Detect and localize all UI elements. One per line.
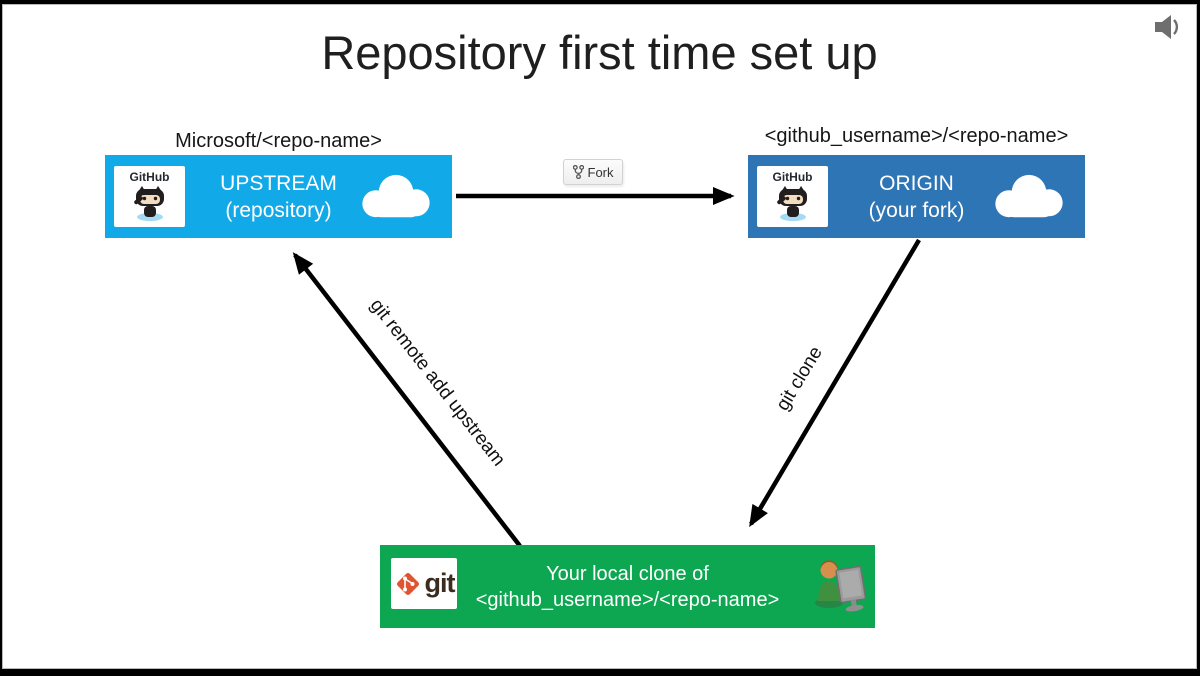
octocat-icon	[133, 186, 164, 221]
arrow-git-clone	[749, 238, 921, 528]
git-diamond-icon	[396, 572, 419, 595]
upstream-title: UPSTREAM (repository)	[105, 170, 452, 224]
octocat-icon	[776, 186, 807, 221]
upstream-box: GitHub UPSTREAM (repository)	[105, 155, 452, 238]
cloud-icon	[362, 174, 430, 218]
git-wordmark: git	[424, 568, 456, 598]
fork-icon	[572, 165, 584, 179]
git-remote-label: git remote add upstream	[365, 295, 510, 471]
origin-subtitle: (your fork)	[868, 198, 965, 222]
cloud-icon	[995, 174, 1063, 218]
github-wordmark: GitHub	[129, 170, 170, 184]
git-logo: git	[391, 558, 457, 609]
github-logo: GitHub	[114, 166, 185, 227]
github-wordmark: GitHub	[772, 170, 813, 184]
fork-button: Fork	[563, 159, 623, 185]
arrow-remote-add-upstream	[292, 252, 522, 548]
local-clone-line1: Your local clone of	[546, 562, 709, 585]
local-clone-box: git Your local clone of <github_username…	[380, 545, 875, 628]
origin-name: ORIGIN	[879, 171, 954, 195]
upstream-subtitle: (repository)	[225, 198, 332, 222]
fork-button-label: Fork	[587, 164, 614, 180]
github-logo: GitHub	[757, 166, 828, 227]
speaker-icon[interactable]	[1154, 13, 1184, 41]
origin-repo-path: <github_username>/<repo-name>	[764, 125, 1069, 147]
local-clone-line2: <github_username>/<repo-name>	[475, 588, 780, 611]
upstream-name: UPSTREAM	[220, 171, 337, 195]
git-clone-label: git clone	[772, 342, 827, 415]
slide-title: Repository first time set up	[321, 26, 878, 79]
upstream-repo-path: Microsoft/<repo-name>	[175, 130, 382, 152]
origin-title: ORIGIN (your fork)	[748, 170, 1085, 224]
origin-box: GitHub ORIGIN (your fork)	[748, 155, 1085, 238]
slide: Repository first time set up Microsoft/<…	[2, 4, 1197, 669]
developer-at-computer-icon	[815, 560, 867, 612]
local-clone-title: Your local clone of <github_username>/<r…	[380, 561, 875, 613]
